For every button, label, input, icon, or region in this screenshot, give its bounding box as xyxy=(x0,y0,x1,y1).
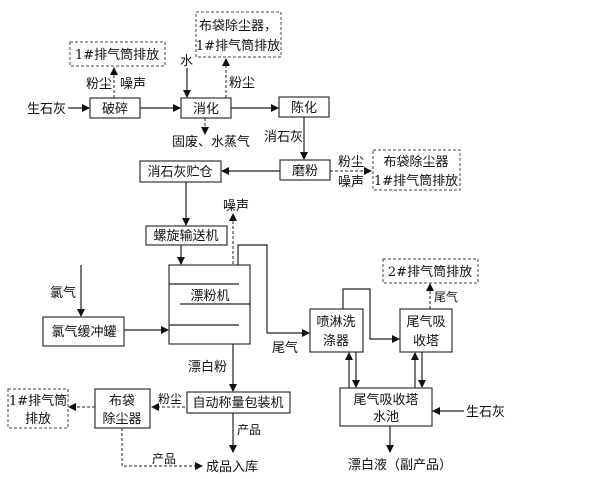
bag-filter-top-line1: 布袋除尘器， xyxy=(199,19,277,34)
stack1-top-left-box xyxy=(69,41,166,67)
chlorine-label: 氯气 xyxy=(50,285,76,301)
absorber-pool-line1: 尾气吸收塔 xyxy=(353,392,418,408)
stack2-box xyxy=(382,258,479,284)
dust-slake-label: 粉尘 xyxy=(229,76,255,91)
slaked-lime-silo-label: 消石灰贮仓 xyxy=(147,165,212,180)
noise-grind-label: 噪声 xyxy=(338,175,364,190)
crushing-label: 破碎 xyxy=(102,102,128,117)
dust-pack-label: 粉尘 xyxy=(158,392,182,406)
tail-gas-label-2: 尾气 xyxy=(434,289,458,304)
chlorine-buffer-tank-label: 氯气缓冲罐 xyxy=(51,324,116,340)
slaked-lime-label: 消石灰 xyxy=(264,130,303,145)
stack1-top-left-label: 1#排气筒排放 xyxy=(75,47,159,63)
tail-gas-absorber-box xyxy=(399,308,453,353)
bag-filter-bottom-box xyxy=(94,388,151,429)
spray-scrubber-line1: 喷淋洗 xyxy=(316,315,355,330)
warehouse-label: 成品入库 xyxy=(206,459,258,475)
product-label-1: 产品 xyxy=(237,423,261,437)
solid-waste-steam-label: 固废、水蒸气 xyxy=(172,134,250,150)
spray-scrubber-box xyxy=(309,308,364,353)
bleach-liquid-label: 漂白液（副产品） xyxy=(348,457,452,473)
bag-filter-bottom-line2: 除尘器 xyxy=(102,412,141,427)
bag-filter-right-line2: 1#排气筒排放 xyxy=(374,173,458,189)
noise-crush-label: 噪声 xyxy=(120,77,146,92)
bleaching-powder-label: 漂白粉 xyxy=(188,359,227,375)
noise-bleach-label: 噪声 xyxy=(223,199,249,214)
bag-filter-stack1-top-box xyxy=(195,11,282,58)
bag-filter-bottom-line1: 布袋 xyxy=(109,394,135,409)
arrow-bagfilter-warehouse xyxy=(121,428,203,470)
tail-gas-absorber-line2: 收塔 xyxy=(413,334,439,349)
tail-gas-label-1: 尾气 xyxy=(272,340,298,356)
quicklime-pool-label: 生石灰 xyxy=(466,405,505,420)
arrow-bleach-scrubber xyxy=(237,244,310,337)
slaked-lime-silo-box xyxy=(139,160,222,183)
stack1-bottom-left-line2: 排放 xyxy=(25,412,51,427)
spray-scrubber-line2: 涤器 xyxy=(323,334,349,349)
stack2-label: 2#排气筒排放 xyxy=(388,264,472,280)
stack1-bottom-left-box xyxy=(7,388,69,429)
screw-conveyor-label: 螺旋输送机 xyxy=(153,228,218,244)
aging-label: 陈化 xyxy=(291,100,317,116)
tail-gas-absorber-line1: 尾气吸 xyxy=(406,314,445,330)
arrow-scrubber-absorber xyxy=(342,288,400,343)
chlorine-buffer-tank-box xyxy=(42,316,125,347)
stack1-bottom-left-line1: 1#排气筒 xyxy=(9,393,67,409)
bag-filter-top-line2: 1#排气筒排放 xyxy=(196,38,280,54)
grinding-box xyxy=(279,159,331,181)
dust-grind-label: 粉尘 xyxy=(338,155,364,170)
bag-filter-right-line1: 布袋除尘器 xyxy=(383,155,448,170)
product-label-2: 产品 xyxy=(152,452,176,466)
screw-conveyor-box xyxy=(145,225,228,246)
bleaching-machine-label: 漂粉机 xyxy=(190,288,229,304)
auto-packer-label: 自动称量包装机 xyxy=(192,396,283,411)
grinding-label: 磨粉 xyxy=(292,164,318,179)
dust-crush-label: 粉尘 xyxy=(86,77,112,92)
auto-packer-box xyxy=(186,391,291,414)
slaking-label: 消化 xyxy=(193,102,219,117)
water-label: 水 xyxy=(180,54,193,69)
absorber-pool-box xyxy=(339,387,433,427)
quicklime-input-label: 生石灰 xyxy=(27,102,66,117)
absorber-pool-line2: 水池 xyxy=(373,410,399,425)
bag-filter-stack1-right-box xyxy=(372,149,461,191)
